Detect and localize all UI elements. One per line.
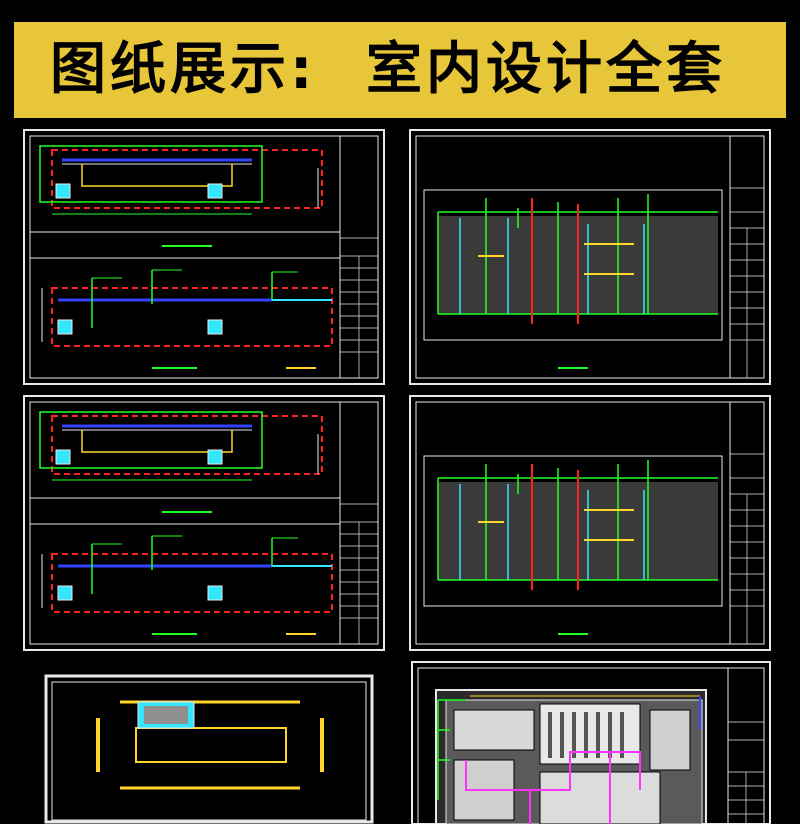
drawing-sheet-ceiling-detail [44, 674, 374, 824]
drawing-sheet-wall-elevation-2 [409, 395, 771, 651]
title-banner: 图纸展示: 室内设计全套 [14, 22, 786, 118]
drawing-sheet-floor-plan [411, 661, 771, 824]
banner-label: 图纸展示: [50, 37, 317, 102]
drawing-sheet-elevation-pair-2 [23, 395, 385, 651]
banner-title: 室内设计全套 [366, 37, 726, 102]
drawing-sheet-wall-elevation-1 [409, 129, 771, 385]
drawing-sheet-elevation-pair-1 [23, 129, 385, 385]
